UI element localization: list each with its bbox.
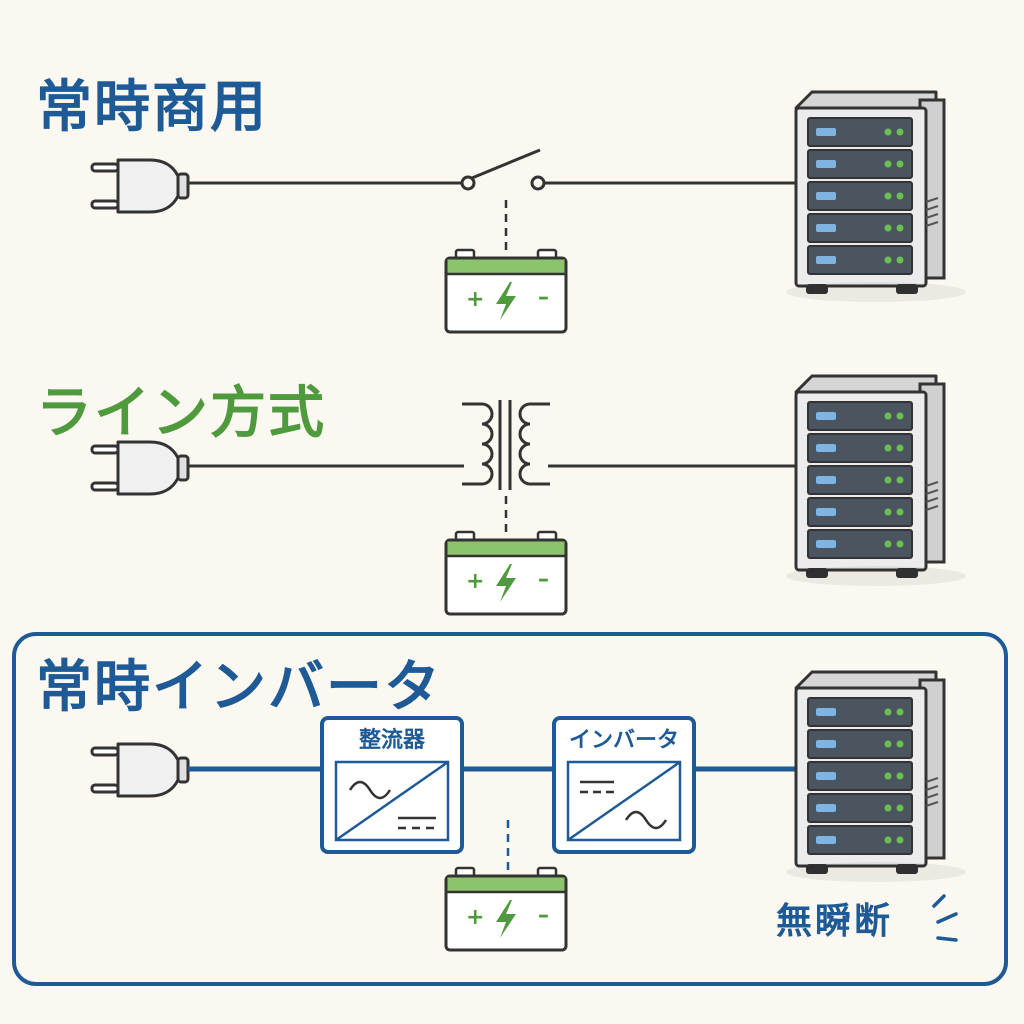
plug-icon xyxy=(90,158,190,214)
switch-icon xyxy=(460,148,546,191)
rectifier-box xyxy=(320,716,464,854)
section-title-line-interactive: ライン方式 xyxy=(36,386,326,442)
section-standby xyxy=(90,90,968,334)
inverter-label: インバータ xyxy=(568,728,679,753)
dc-lines-icon xyxy=(580,780,614,794)
section-title-online-inverter: 常時インバータ xyxy=(36,660,442,716)
section-line-interactive xyxy=(90,374,968,616)
title-text: 常時商用 xyxy=(36,75,268,140)
section-title-standby: 常時商用 xyxy=(36,80,268,136)
battery-icon xyxy=(444,866,568,952)
transformer-icon xyxy=(462,400,550,490)
highlight-frame xyxy=(12,632,1008,986)
battery-icon xyxy=(444,248,568,334)
server-icon xyxy=(784,374,968,588)
server-icon xyxy=(784,90,968,304)
title-text: ライン方式 xyxy=(36,381,326,446)
ac-wave-icon xyxy=(348,780,392,800)
battery-icon xyxy=(444,530,568,616)
title-text: 常時インバータ xyxy=(36,655,442,720)
plug-icon xyxy=(90,742,190,798)
ac-wave-icon xyxy=(624,810,668,830)
uninterrupted-label: 無瞬断 xyxy=(776,901,894,942)
server-icon xyxy=(784,670,968,884)
inverter-box xyxy=(552,716,696,854)
dc-lines-icon xyxy=(398,816,436,830)
emphasis-marks-icon xyxy=(932,894,958,942)
section-online-inverter xyxy=(12,632,1008,986)
plug-icon xyxy=(90,440,190,496)
rectifier-label: 整流器 xyxy=(358,728,425,753)
